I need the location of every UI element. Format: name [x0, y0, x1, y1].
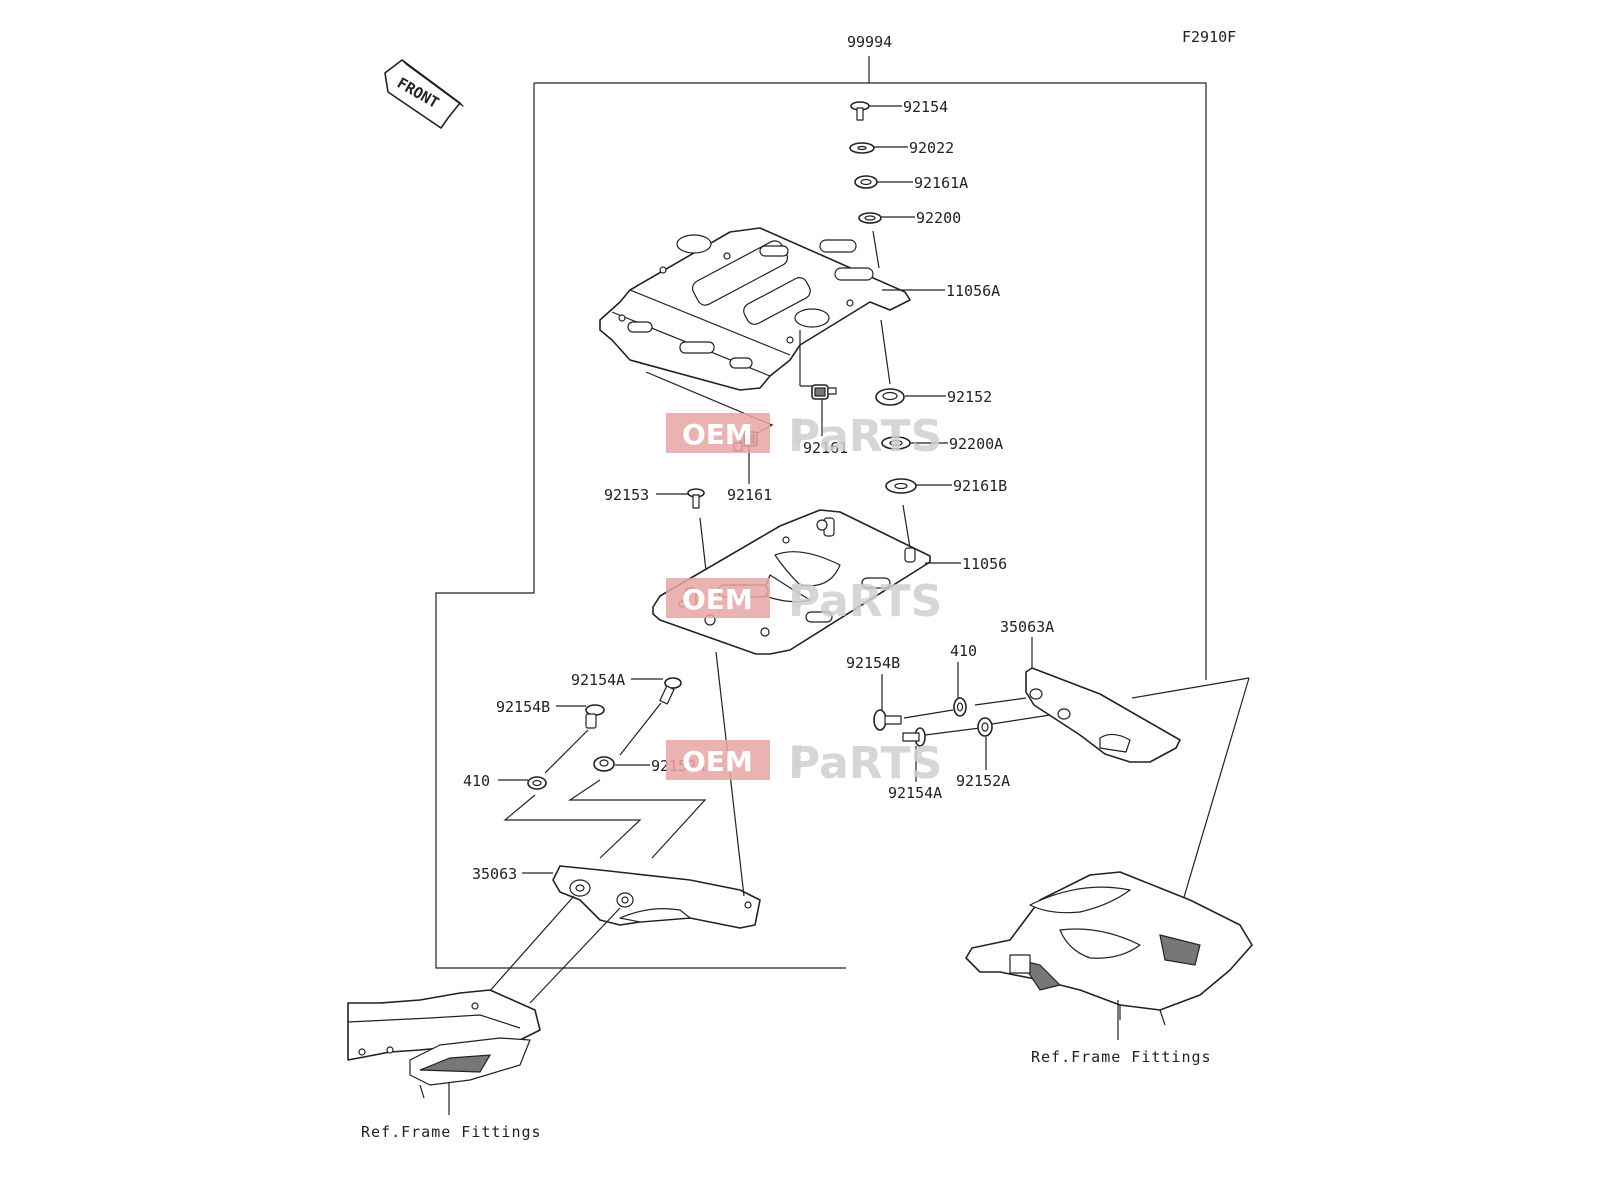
washer-410-left-icon	[527, 776, 547, 790]
washer-92161B-icon	[885, 478, 917, 494]
frame-fitting-right	[965, 871, 1253, 1026]
bracket-35063	[552, 865, 761, 929]
collar-92152A-left-icon	[593, 756, 615, 772]
assembly-number: 99994	[847, 33, 892, 51]
svg-text:PaRTS: PaRTS	[788, 738, 942, 789]
washer-92022-icon	[849, 142, 875, 154]
bracket-35063A	[1025, 667, 1181, 763]
label-92200A: 92200A	[949, 435, 1003, 453]
collar-92152A-right-icon	[977, 717, 993, 737]
label-92152: 92152	[947, 388, 992, 406]
assembly-outline	[435, 56, 1207, 969]
watermark-3: OEM BIKE PaRTS	[666, 738, 942, 789]
label-92154B-right: 92154B	[846, 654, 900, 672]
label-92022: 92022	[909, 139, 954, 157]
washer-92200-icon	[858, 212, 882, 224]
label-11056: 11056	[962, 555, 1007, 573]
label-92161-left: 92161	[727, 486, 772, 504]
svg-text:OEM: OEM	[682, 745, 753, 778]
label-92200: 92200	[916, 209, 961, 227]
watermark-2: OEM BIKE PaRTS	[666, 576, 942, 627]
washer-92161A-icon	[854, 175, 878, 189]
label-92161A: 92161A	[914, 174, 968, 192]
svg-text:PaRTS: PaRTS	[788, 576, 942, 627]
label-11056A: 11056A	[946, 282, 1000, 300]
svg-text:BIKE: BIKE	[793, 744, 804, 770]
svg-text:BIKE: BIKE	[793, 582, 804, 608]
svg-text:OEM: OEM	[682, 418, 753, 451]
label-410-right: 410	[950, 642, 977, 660]
ref-label-left: Ref.Frame Fittings	[361, 1123, 542, 1141]
label-92154A-left: 92154A	[571, 671, 625, 689]
bolt-92154B-right-icon	[873, 709, 902, 731]
bolt-92154A-right-icon	[902, 727, 926, 747]
nut-92161-right-icon	[811, 384, 837, 400]
label-92152A-right: 92152A	[956, 772, 1010, 790]
svg-text:PaRTS: PaRTS	[788, 411, 942, 462]
bolt-92154B-left-icon	[585, 704, 605, 729]
label-92154B-left: 92154B	[496, 698, 550, 716]
svg-text:OEM: OEM	[682, 583, 753, 616]
watermark-1: OEM BIKE PaRTS	[666, 411, 942, 462]
grommet-92152-icon	[875, 388, 905, 406]
svg-text:BIKE: BIKE	[793, 417, 804, 443]
label-35063A: 35063A	[1000, 618, 1054, 636]
label-92153: 92153	[604, 486, 649, 504]
label-92161B: 92161B	[953, 477, 1007, 495]
ref-label-right: Ref.Frame Fittings	[1031, 1048, 1212, 1066]
screw-92153-icon	[687, 488, 705, 509]
front-arrow-icon: FRONT	[384, 59, 464, 129]
screw-92154-icon	[850, 101, 870, 121]
label-35063: 35063	[472, 865, 517, 883]
label-92154: 92154	[903, 98, 948, 116]
label-92161-right: 92161	[803, 439, 848, 457]
washer-410-right-icon	[953, 697, 967, 717]
upper-carrier-plate	[599, 227, 911, 391]
frame-fitting-left	[347, 989, 541, 1099]
bolt-92154A-left-icon	[659, 677, 682, 705]
label-92154A-right: 92154A	[888, 784, 942, 802]
diagram-code: F2910F	[1182, 28, 1236, 46]
label-410-left: 410	[463, 772, 490, 790]
